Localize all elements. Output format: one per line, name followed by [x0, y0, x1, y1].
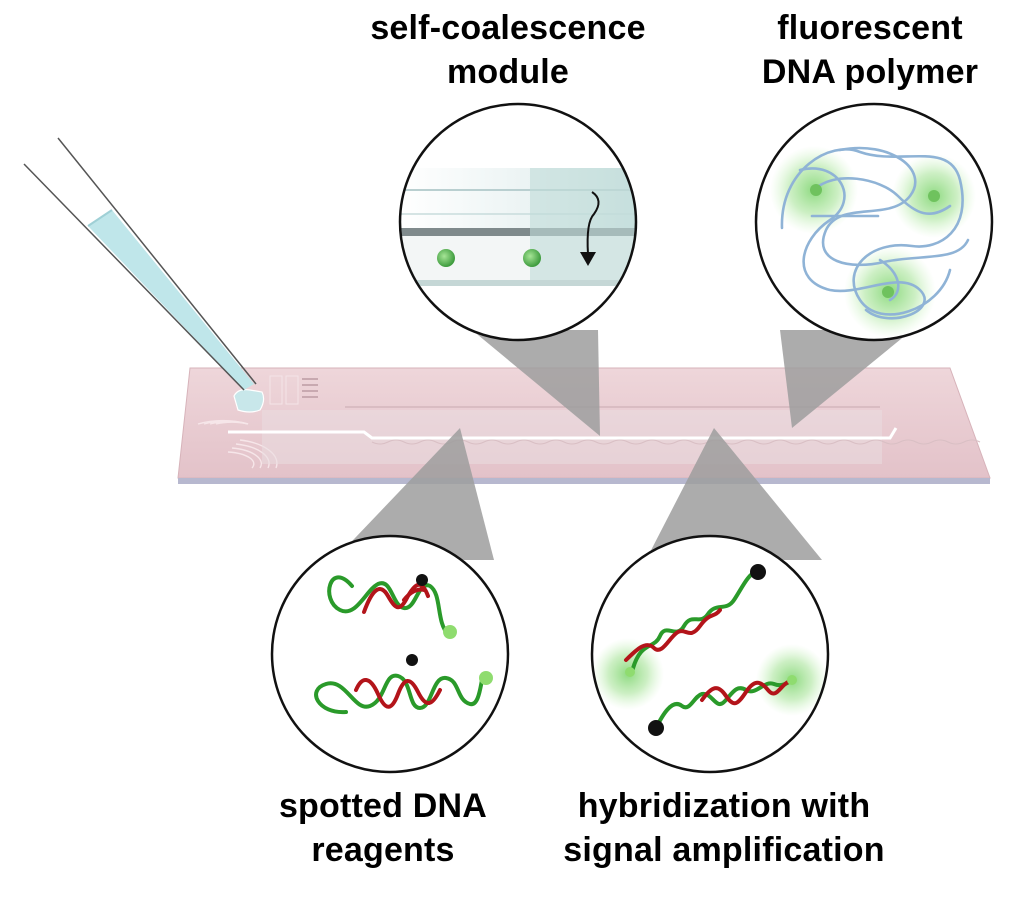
label-hybridization: hybridization with signal amplification: [544, 784, 904, 872]
callout-cones: [334, 330, 912, 560]
label-self-coalescence: self-coalescence module: [338, 6, 678, 94]
label-line: reagents: [311, 831, 455, 869]
label-line: fluorescent: [777, 9, 963, 47]
chip-markings: [302, 378, 318, 398]
dna-helix: [314, 673, 484, 715]
label-line: self-coalescence: [370, 9, 646, 47]
inlet-chamber: [269, 375, 283, 405]
arrow-head-icon: [580, 252, 596, 266]
chip-edge: [178, 478, 990, 484]
callout-fluorescent-polymer: [754, 102, 994, 342]
label-spotted-reagents: spotted DNA reagents: [248, 784, 518, 872]
rotation-arrow-icon: [586, 191, 600, 255]
cone-hybridization: [646, 428, 822, 560]
callout-spotted-reagents: [270, 534, 510, 774]
dna-duplex: [654, 678, 796, 730]
label-line: module: [446, 53, 570, 91]
callout-hybridization: [590, 534, 830, 774]
callout-self-coalescence: [398, 102, 638, 342]
polymer-strand: [780, 146, 970, 320]
dna-duplex: [624, 570, 758, 674]
pipette-liquid: [88, 210, 254, 390]
label-fluorescent-polymer: fluorescent DNA polymer: [740, 6, 1000, 94]
pipette: [23, 137, 257, 391]
cone-spotted-reagents: [334, 428, 494, 560]
serpentine-channel: [371, 439, 981, 445]
label-line: signal amplification: [563, 831, 885, 869]
label-line: hybridization with: [577, 787, 871, 825]
label-line: DNA polymer: [761, 53, 979, 91]
loaded-droplet: [233, 389, 265, 413]
droplet: [437, 249, 455, 267]
main-channel: [228, 427, 898, 440]
cone-fluorescent-polymer: [780, 330, 912, 428]
microfluidic-chip: [177, 367, 991, 484]
droplet: [523, 249, 541, 267]
label-line: spotted DNA: [278, 787, 488, 825]
cone-self-coalescence: [472, 330, 600, 436]
inlet-chamber: [285, 375, 299, 405]
